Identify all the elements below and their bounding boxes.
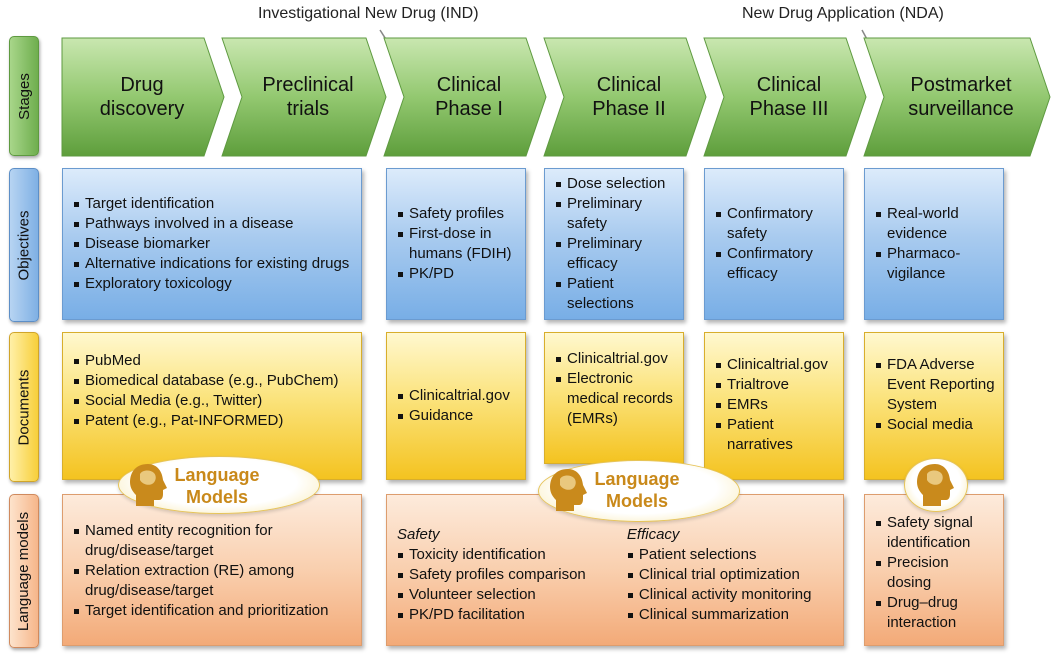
lm-badge-text-discovery: Language Models xyxy=(174,465,260,507)
stage-chevron-1 xyxy=(61,37,225,157)
lm-badge-text-clinical: Language Models xyxy=(594,469,680,511)
stage-chevron-2 xyxy=(221,37,387,157)
row-tab-objectives: Objectives xyxy=(9,168,39,322)
stage-label-preclinical: Preclinical trials xyxy=(262,74,354,120)
stage-label-phase-3: Clinical Phase III xyxy=(749,74,829,120)
row-tab-documents: Documents xyxy=(9,332,39,482)
objectives-discovery-list: Target identification Pathways involved … xyxy=(73,194,353,294)
documents-phase3-box: Clinicaltrial.gov Trialtrove EMRs Patien… xyxy=(704,332,844,480)
stage-label-postmarket: Postmarket surveillance xyxy=(908,74,1014,120)
stage-chevron-5 xyxy=(703,37,867,157)
documents-phase2-box: Clinicaltrial.gov Electronic medical rec… xyxy=(544,332,684,464)
stage-label-phase-1: Clinical Phase I xyxy=(435,74,503,120)
objectives-postmarket-box: Real-world evidence Pharmaco-vigilance xyxy=(864,168,1004,320)
brain-head-icon xyxy=(550,469,587,511)
nda-milestone-label: New Drug Application (NDA) xyxy=(742,5,944,22)
objectives-discovery-box: Target identification Pathways involved … xyxy=(62,168,362,320)
objectives-phase2-box: Dose selection Preliminary safety Prelim… xyxy=(544,168,684,320)
lm-discovery-box: Named entity recognition for drug/diseas… xyxy=(62,494,362,646)
row-tab-language-models: Language models xyxy=(9,494,39,648)
stage-chevron-6 xyxy=(863,37,1051,157)
stage-chevron-4 xyxy=(543,37,707,157)
lm-postmarket-box: Safety signal identification Precision d… xyxy=(864,494,1004,646)
lm-efficacy-title: Efficacy xyxy=(626,526,680,543)
stage-label-drug-discovery: Drug discovery xyxy=(99,74,185,120)
row-tab-stages: Stages xyxy=(9,36,39,156)
stage-chevron-3 xyxy=(383,37,547,157)
objectives-phase3-box: Confirmatory safety Confirmatory efficac… xyxy=(704,168,844,320)
brain-head-icon xyxy=(917,464,954,506)
lm-safety-column: Safety Toxicity identification Safety pr… xyxy=(397,525,627,641)
brain-head-icon xyxy=(130,464,167,506)
lm-safety-title: Safety xyxy=(397,526,440,543)
stage-label-phase-2: Clinical Phase II xyxy=(592,74,666,120)
documents-phase1-box: Clinicaltrial.gov Guidance xyxy=(386,332,526,480)
objectives-phase1-box: Safety profiles First-dose in humans (FD… xyxy=(386,168,526,320)
lm-efficacy-column: Efficacy Patient selections Clinical tri… xyxy=(627,525,835,641)
stage-chevrons xyxy=(61,29,1051,157)
ind-milestone-label: Investigational New Drug (IND) xyxy=(258,5,479,22)
documents-postmarket-box: FDA Adverse Event Reporting System Socia… xyxy=(864,332,1004,480)
